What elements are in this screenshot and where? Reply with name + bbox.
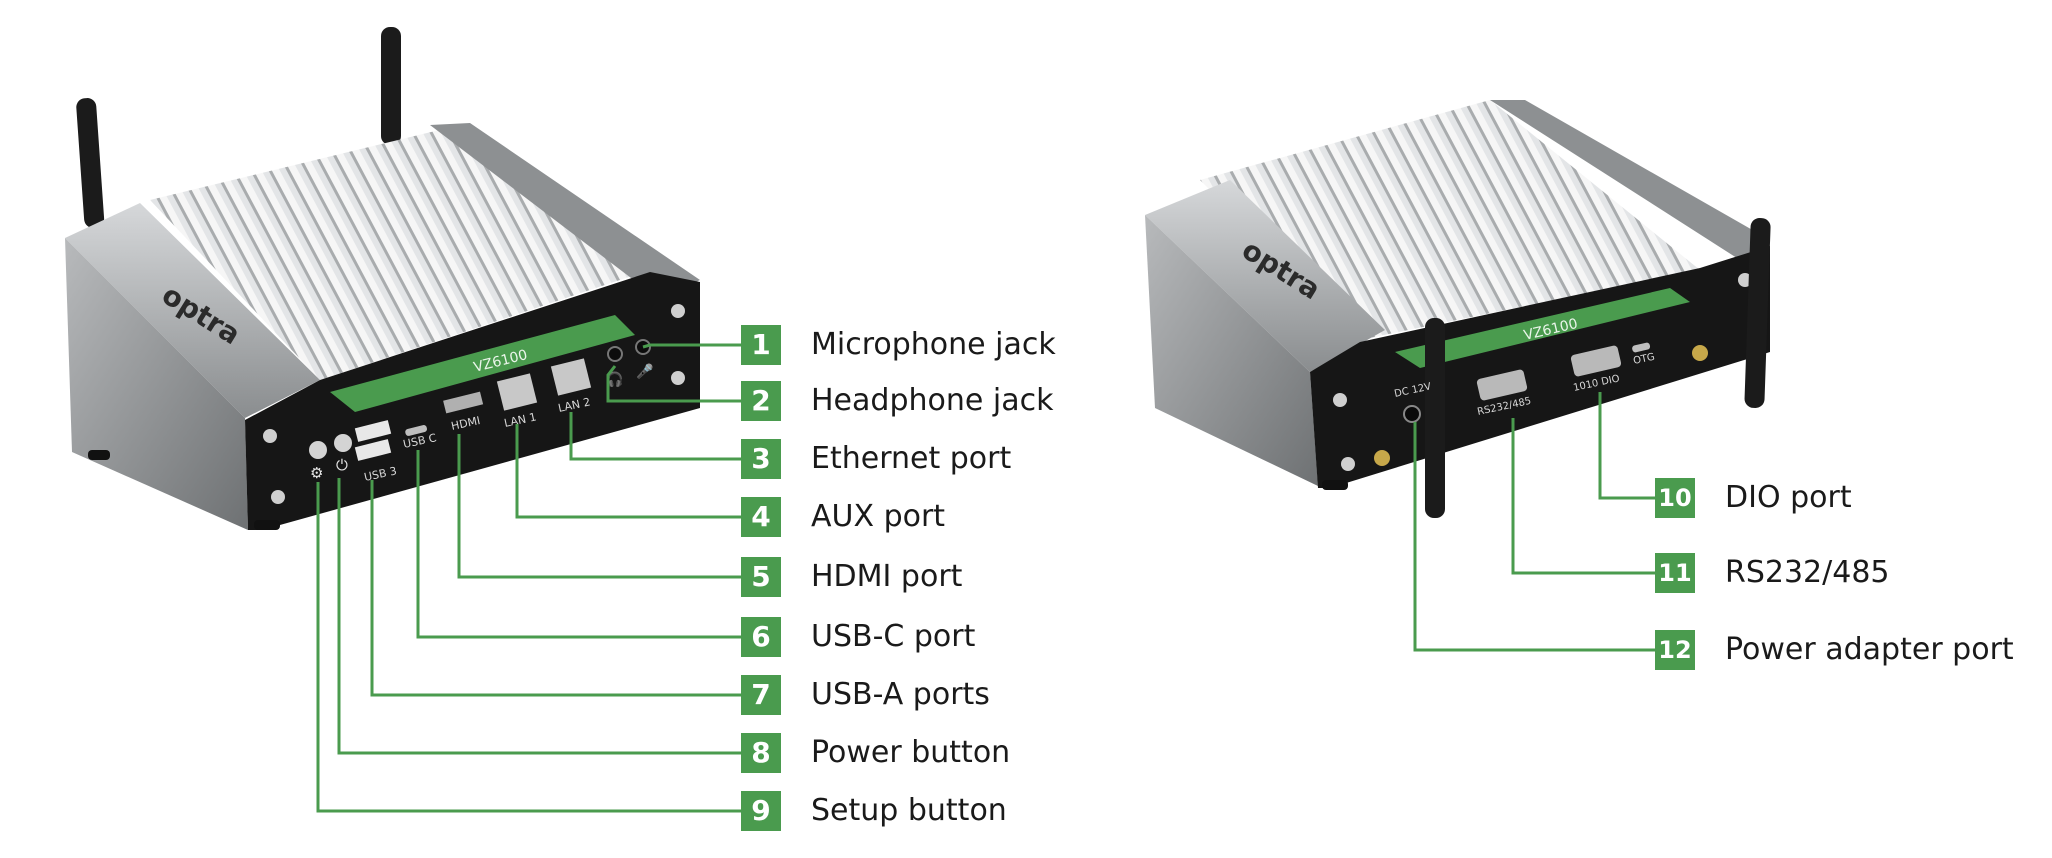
green-band <box>330 315 635 412</box>
otg-port[interactable] <box>1632 342 1651 353</box>
ethernet-port-lan1[interactable] <box>496 373 538 411</box>
foot <box>254 520 280 530</box>
screw <box>1738 273 1752 287</box>
callout-label-3: Ethernet port <box>811 441 1012 476</box>
dio-port[interactable] <box>1570 345 1622 377</box>
rs232-port[interactable] <box>1476 369 1528 401</box>
usb-c-port[interactable] <box>405 424 428 436</box>
antenna-connector <box>1692 345 1708 361</box>
left-side-panel <box>65 203 320 418</box>
left-side-face <box>1145 215 1318 486</box>
headphone-jack[interactable] <box>607 346 623 362</box>
callout-badge-8: 8 <box>741 733 781 773</box>
callout-badge-1: 1 <box>741 325 781 365</box>
screw <box>1333 393 1347 407</box>
callout-label-8: Power button <box>811 735 1011 770</box>
antenna-left <box>76 98 105 228</box>
foot <box>1322 480 1348 490</box>
leader-line-9 <box>316 482 741 813</box>
antenna-rear-left <box>1425 318 1445 518</box>
leader-line-10 <box>1598 392 1655 500</box>
green-band <box>1395 288 1690 368</box>
callout-badge-7: 7 <box>741 675 781 715</box>
leader-line-6 <box>416 450 741 639</box>
right-rail <box>430 123 700 300</box>
screw <box>671 304 685 318</box>
power-button[interactable] <box>334 434 352 452</box>
callout-label-9: Setup button <box>811 793 1007 828</box>
front-device: VZ6100 optra ⚙ ⏻ USB 3 USB C HDMI <box>65 27 700 530</box>
screw <box>671 371 685 385</box>
callout-label-1: Microphone jack <box>811 327 1056 362</box>
usb-a-port[interactable] <box>354 420 392 442</box>
leader-line-1 <box>642 343 741 349</box>
leader-line-7 <box>370 480 741 697</box>
callout-badge-5: 5 <box>741 557 781 597</box>
leader-line-8 <box>337 478 741 755</box>
foot <box>88 450 110 460</box>
microphone-icon: 🎤 <box>636 362 654 380</box>
power-icon: ⏻ <box>336 456 348 474</box>
callout-badge-6: 6 <box>741 617 781 657</box>
dc-jack[interactable] <box>1403 405 1421 423</box>
callout-label-2: Headphone jack <box>811 383 1054 418</box>
leader-lines <box>316 343 1655 813</box>
antenna-right <box>381 27 401 145</box>
screw <box>1341 457 1355 471</box>
callout-label-7: USB-A ports <box>811 677 990 712</box>
callout-label-12: Power adapter port <box>1725 632 2014 667</box>
antenna-rear-right <box>1744 218 1771 408</box>
screw <box>263 429 277 443</box>
callout-badge-10: 10 <box>1655 478 1695 518</box>
callout-label-5: HDMI port <box>811 559 963 594</box>
leader-line-3 <box>569 412 741 461</box>
left-side-face <box>65 238 248 530</box>
callout-badge-4: 4 <box>741 497 781 537</box>
callout-label-10: DIO port <box>1725 480 1852 515</box>
rear-device: VZ6100 optra DC 12V RS232/485 1010 DIO O… <box>1145 100 1771 518</box>
leader-line-4 <box>515 424 741 519</box>
callout-badge-9: 9 <box>741 791 781 831</box>
leader-line-5 <box>457 434 741 579</box>
setup-button[interactable] <box>309 441 327 459</box>
headphone-icon: 🎧 <box>606 371 623 388</box>
callout-label-6: USB-C port <box>811 619 976 654</box>
leader-line-12 <box>1413 422 1655 652</box>
otg-label: OTG <box>1632 352 1656 367</box>
left-side-panel <box>1145 180 1385 372</box>
leader-line-11 <box>1511 418 1655 575</box>
callout-badge-3: 3 <box>741 439 781 479</box>
hdmi-label: HDMI <box>450 414 482 433</box>
antenna-connector <box>1374 450 1390 466</box>
right-rail <box>1490 100 1770 260</box>
callout-label-11: RS232/485 <box>1725 555 1890 590</box>
gear-icon: ⚙ <box>310 464 323 482</box>
leader-line-2 <box>606 365 741 403</box>
callout-label-4: AUX port <box>811 499 946 534</box>
ethernet-port-lan2[interactable] <box>550 358 592 396</box>
hdmi-port[interactable] <box>443 391 484 414</box>
usb-a-port[interactable] <box>354 439 392 461</box>
callout-badge-2: 2 <box>741 381 781 421</box>
screw <box>271 490 285 504</box>
callout-badge-11: 11 <box>1655 553 1695 593</box>
callout-badge-12: 12 <box>1655 630 1695 670</box>
